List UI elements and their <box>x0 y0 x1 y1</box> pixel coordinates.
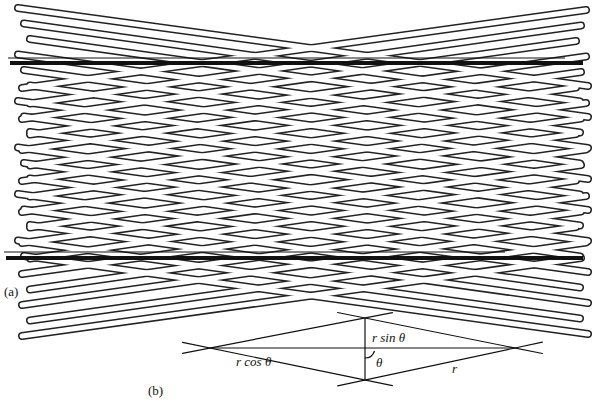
crossed-rods <box>18 8 588 336</box>
rod-stroke <box>30 243 586 321</box>
panel-letter: (b) <box>148 384 163 397</box>
rhombus-geometry <box>183 313 543 386</box>
bar-lines <box>4 58 583 258</box>
rod-stroke <box>30 212 581 290</box>
rod-stroke <box>338 342 543 386</box>
rod-stroke <box>30 119 581 197</box>
rod-stroke <box>22 258 581 336</box>
dimension-label: r <box>452 362 457 375</box>
dimension-label: r cos θ <box>236 355 271 368</box>
angle-arc <box>365 351 375 358</box>
dimension-label: r sin θ <box>372 331 405 344</box>
rod-stroke <box>364 318 365 380</box>
angle-label: θ <box>376 356 382 369</box>
rod-stroke <box>338 313 543 354</box>
rod-stroke <box>183 342 393 385</box>
panel-letter: (a) <box>4 285 18 298</box>
rod-stroke <box>183 313 393 354</box>
rod-stroke <box>210 347 515 348</box>
